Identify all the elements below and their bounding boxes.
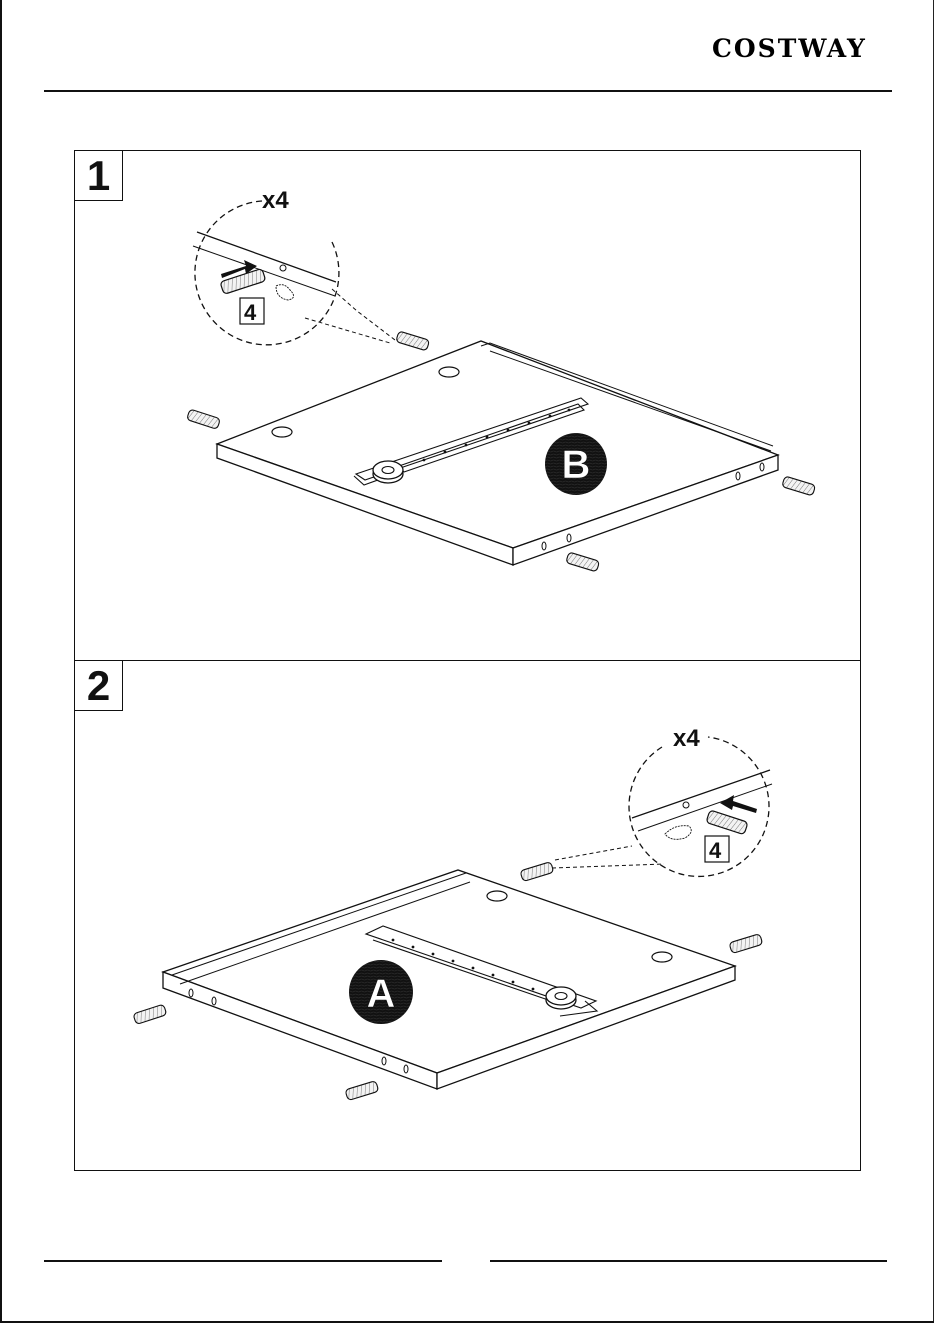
step1-dowel-icon [187, 409, 221, 429]
step2-roller-wheel [546, 987, 576, 1009]
step2-callout-dowel-icon [706, 810, 748, 835]
step1-quantity-label: x4 [262, 187, 289, 214]
step2-panel-a: A [163, 870, 735, 1089]
step2-dowel-icon [520, 862, 554, 882]
step2-panel-letter: A [367, 972, 396, 1016]
step2-panel-top [163, 870, 735, 1073]
footer-rule-left [44, 1260, 442, 1262]
step1-leader-line [305, 289, 395, 343]
step2-quantity-label: x4 [673, 725, 700, 752]
step2-part-number: 4 [709, 838, 722, 863]
step1-callout: x4 4 [193, 187, 395, 345]
step1-panel-b: B [217, 341, 778, 565]
step1-dowel-icon [396, 331, 430, 351]
step1-callout-edge-lower [193, 246, 335, 296]
step1-glue-drip-icon [276, 285, 294, 300]
step2-callout-hole [683, 802, 689, 808]
step1-roller-wheel [373, 461, 403, 483]
step2-dowel-icon [133, 1004, 167, 1024]
footer-rule-right [490, 1260, 887, 1262]
step1-dowel-icon [782, 476, 816, 496]
step1-callout-edge [197, 232, 336, 282]
step1-part-number: 4 [244, 300, 257, 325]
step1-cam-hole-top [439, 367, 459, 377]
step1-dowel-icon [566, 552, 600, 572]
step2-arrow-icon [720, 795, 757, 813]
step1-callout-circle [195, 201, 339, 345]
step1-cam-hole-left [272, 427, 292, 437]
step2-cam-hole-top [487, 891, 507, 901]
step1-panel-letter: B [562, 443, 591, 487]
step2-callout: x4 4 [552, 725, 772, 876]
step2-dowel-icon [729, 934, 763, 954]
step2-cam-hole-right [652, 952, 672, 962]
step1-callout-hole [280, 265, 286, 271]
step2-leader-line [552, 846, 664, 868]
step2-glue-drip-icon [665, 826, 691, 840]
step2-dowel-icon [345, 1081, 379, 1101]
step1-panel-top [217, 341, 778, 548]
